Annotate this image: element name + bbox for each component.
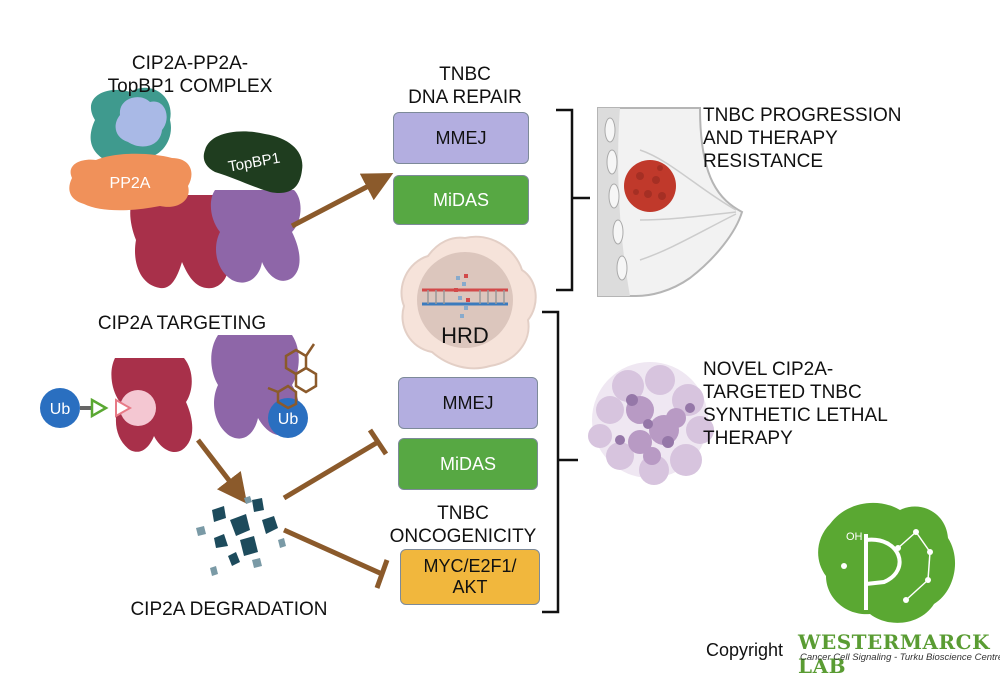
inhibition-to-mmej-midas bbox=[282, 428, 389, 501]
oncogenicity-title-line-1: TNBC bbox=[437, 503, 489, 524]
bracket-lower bbox=[542, 310, 578, 614]
arrow-complex-to-dna-repair bbox=[290, 173, 394, 229]
westermarck-lab-logo-icon bbox=[818, 502, 956, 623]
ub-icon-left bbox=[40, 388, 80, 428]
complex-title-line-2: TopBP1 COMPLEX bbox=[107, 76, 273, 97]
pp2a-protein-label: PP2A bbox=[110, 175, 151, 192]
hrd-label: HRD bbox=[441, 323, 489, 348]
complex-title-line-1: CIP2A-PP2A- bbox=[131, 53, 249, 74]
novel-therapy-title: NOVEL CIP2A- TARGETED TNBC SYNTHETIC LET… bbox=[703, 358, 888, 450]
progression-title-line-1: TNBC PROGRESSION bbox=[703, 105, 902, 126]
hrd-cell-illustration bbox=[400, 235, 537, 370]
oncogenicity-title-line-2: ONCOGENICITY bbox=[389, 526, 537, 547]
bracket-upper bbox=[556, 108, 590, 292]
mmej-box-top: MMEJ bbox=[393, 112, 529, 164]
lab-name: WESTERMARCK LAB bbox=[798, 630, 990, 678]
dna-repair-title-line-1: TNBC bbox=[439, 64, 491, 85]
novel-therapy-title-line-4: THERAPY bbox=[703, 428, 793, 449]
progression-title-line-2: AND THERAPY bbox=[703, 128, 838, 149]
oncogenicity-box-line-1: MYC/E2F1/ bbox=[423, 556, 517, 576]
dna-repair-title: TNBC DNA REPAIR bbox=[405, 63, 525, 109]
arrow-targeting-to-degradation bbox=[196, 438, 248, 504]
novel-therapy-title-line-2: TARGETED TNBC bbox=[703, 382, 862, 403]
oncogenicity-box-line-2: AKT bbox=[452, 577, 488, 597]
ub-icon-right bbox=[268, 398, 308, 438]
cip2a-degradation-fragments bbox=[196, 496, 286, 576]
tumor-icon bbox=[624, 160, 676, 212]
lab-subtitle: Cancer Cell Signaling - Turku Bioscience… bbox=[800, 652, 1000, 663]
dna-repair-title-line-2: DNA REPAIR bbox=[408, 87, 522, 108]
novel-therapy-title-line-3: SYNTHETIC LETHAL bbox=[703, 405, 888, 426]
logo-oh-label: OH bbox=[846, 531, 863, 543]
complex-title: CIP2A-PP2A- TopBP1 COMPLEX bbox=[100, 52, 280, 98]
ub-label-right: Ub bbox=[278, 411, 299, 428]
oncogenicity-box: MYC/E2F1/ AKT bbox=[400, 549, 540, 605]
small-molecule-icon bbox=[267, 343, 318, 410]
copyright-text: Copyright bbox=[706, 640, 784, 660]
oncogenicity-title: TNBC ONCOGENICITY bbox=[378, 502, 548, 548]
mmej-box-bottom: MMEJ bbox=[398, 377, 538, 429]
midas-box-bottom: MiDAS bbox=[398, 438, 538, 490]
breast-tumor-illustration bbox=[597, 107, 744, 297]
cip2a-pp2a-topbp1-complex-illustration bbox=[69, 87, 303, 289]
progression-title-line-3: RESISTANCE bbox=[703, 151, 824, 172]
cip2a-targeting-illustration bbox=[40, 335, 318, 453]
novel-therapy-title-line-1: NOVEL CIP2A- bbox=[703, 359, 834, 380]
progression-title: TNBC PROGRESSION AND THERAPY RESISTANCE bbox=[703, 104, 901, 173]
tumor-cluster-illustration bbox=[588, 362, 714, 485]
targeting-title: CIP2A TARGETING bbox=[97, 313, 267, 334]
midas-box-top: MiDAS bbox=[393, 175, 529, 225]
degradation-title: CIP2A DEGRADATION bbox=[130, 599, 328, 620]
inhibition-to-oncogenicity bbox=[282, 527, 390, 589]
ub-label-left: Ub bbox=[50, 401, 71, 418]
